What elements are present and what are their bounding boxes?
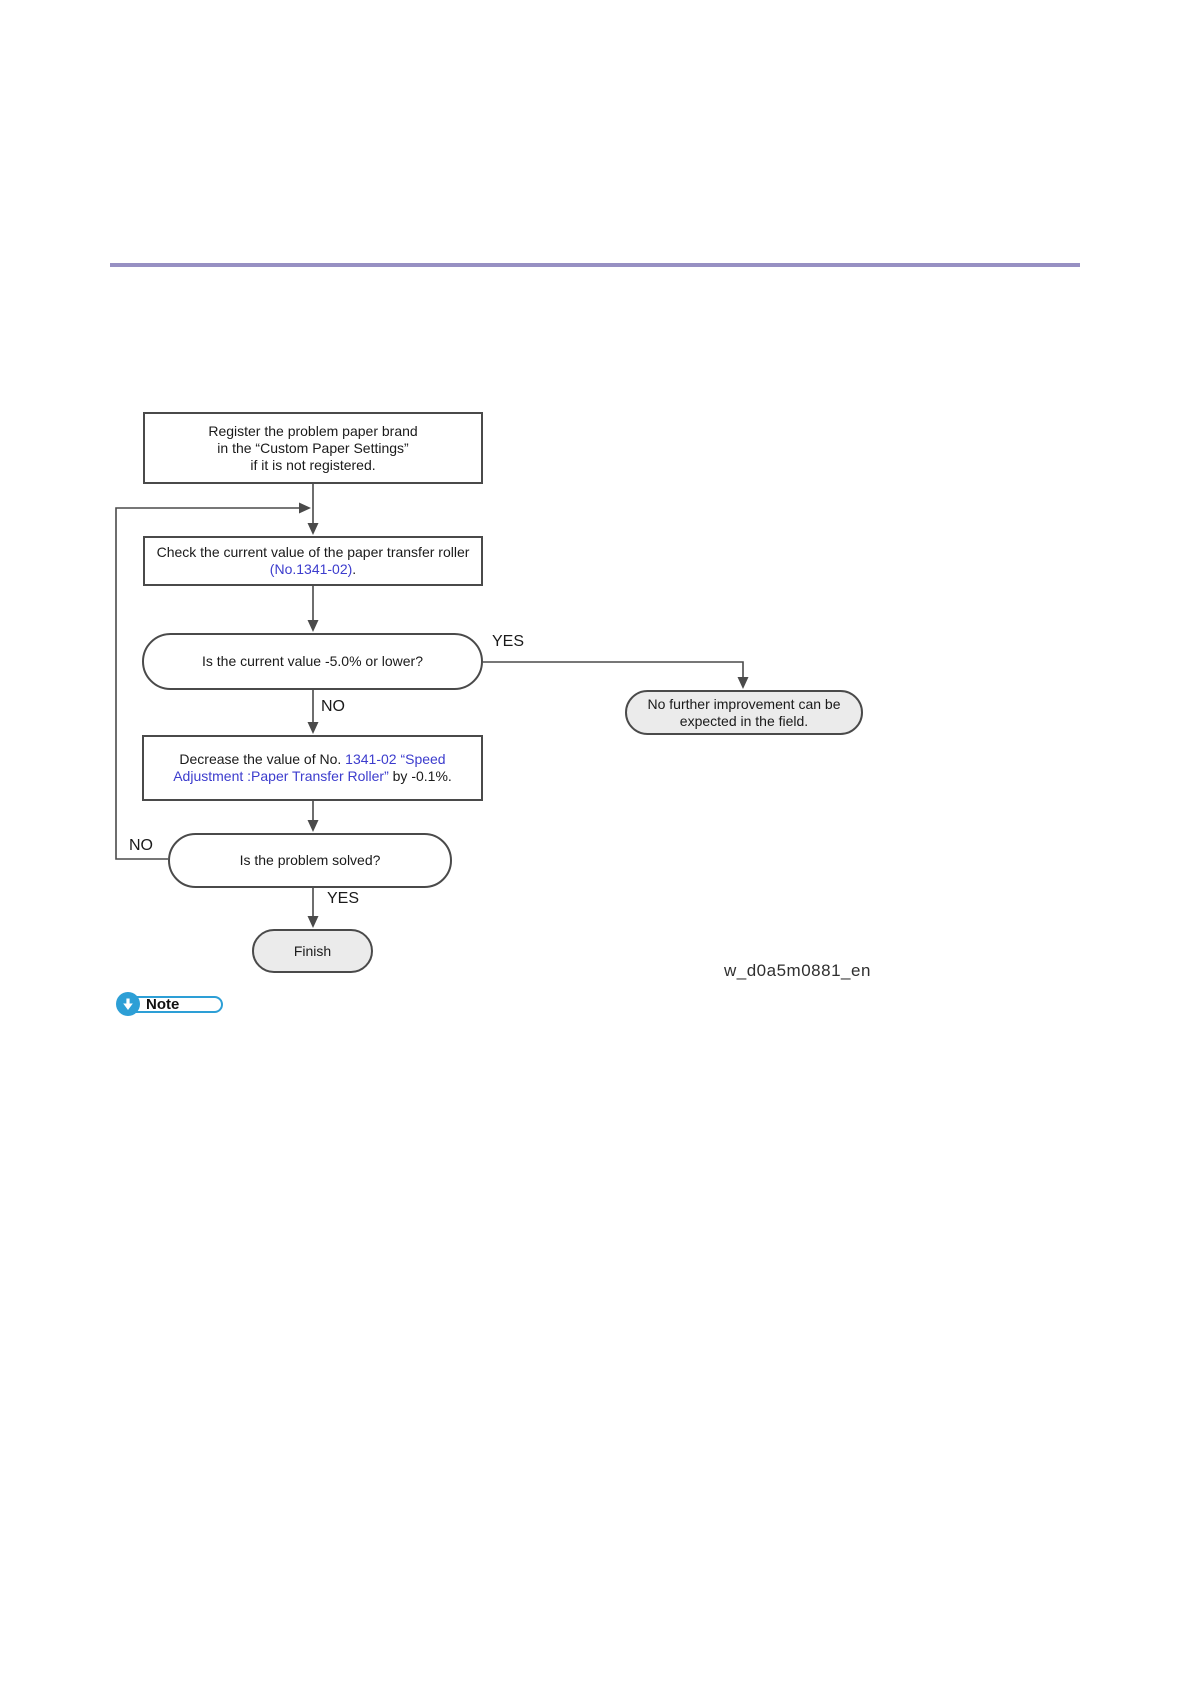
- check-line1: Check the current value of the paper tra…: [156, 544, 470, 560]
- register-line1: Register the problem paper brand: [208, 422, 418, 439]
- branch-label-no-decision1: NO: [321, 698, 345, 715]
- register-line3: if it is not registered.: [250, 456, 376, 473]
- register-line2: in the “Custom Paper Settings”: [217, 439, 409, 456]
- speed-adjustment-link-part1[interactable]: 1341-02 “Speed: [345, 751, 446, 767]
- decrease-line2: Adjustment :Paper Transfer Roller” by -0…: [173, 768, 452, 785]
- decrease-line1: Decrease the value of No. 1341-02 “Speed: [179, 751, 445, 768]
- arrowhead-feedback-join: [299, 502, 311, 514]
- terminal-no-improvement: No further improvement can be expected i…: [625, 690, 863, 735]
- note-badge: Note: [116, 992, 228, 1018]
- decrease-suffix: by -0.1%.: [388, 768, 452, 784]
- process-box-check-value: Check the current value of the paper tra…: [143, 536, 483, 586]
- arrowhead-into-noimprove: [737, 677, 749, 689]
- arrowhead-into-decrease: [307, 722, 319, 734]
- branch-label-no-decision2: NO: [129, 837, 153, 854]
- process-box-register-paper: Register the problem paper brand in the …: [143, 412, 483, 484]
- check-line2: (No.1341-02).: [270, 561, 356, 578]
- arrowhead-into-decision1: [307, 620, 319, 632]
- decision-current-value: Is the current value -5.0% or lower?: [142, 633, 483, 690]
- speed-adjustment-link-part2[interactable]: Adjustment :Paper Transfer Roller”: [173, 768, 389, 784]
- branch-label-yes-decision2: YES: [327, 890, 360, 907]
- decrease-prefix: Decrease the value of No.: [179, 751, 346, 767]
- down-arrow-glyph: [123, 998, 133, 1010]
- connector-yes-to-noimprove: [483, 661, 744, 677]
- section-divider-rule: [110, 263, 1080, 267]
- decision-solved-label: Is the problem solved?: [239, 852, 381, 868]
- figure-id-label: w_d0a5m0881_en: [724, 961, 871, 980]
- branch-label-yes-decision1: YES: [492, 633, 525, 650]
- decision-current-label: Is the current value -5.0% or lower?: [202, 653, 423, 669]
- arrowhead-into-finish: [307, 916, 319, 928]
- decision-problem-solved: Is the problem solved?: [168, 833, 452, 888]
- finish-label: Finish: [293, 942, 332, 959]
- terminal-finish: Finish: [252, 929, 373, 973]
- arrowhead-into-check: [307, 523, 319, 535]
- note-label: Note: [146, 996, 180, 1013]
- sp-number-link[interactable]: (No.1341-02): [269, 561, 353, 577]
- process-box-decrease-value: Decrease the value of No. 1341-02 “Speed…: [142, 735, 483, 801]
- arrowhead-into-decision2: [307, 820, 319, 832]
- noimprove-line1: No further improvement can be: [647, 695, 841, 712]
- noimprove-line2: expected in the field.: [679, 712, 809, 729]
- circle-down-arrow-icon: [116, 992, 140, 1016]
- check-suffix: .: [352, 561, 357, 577]
